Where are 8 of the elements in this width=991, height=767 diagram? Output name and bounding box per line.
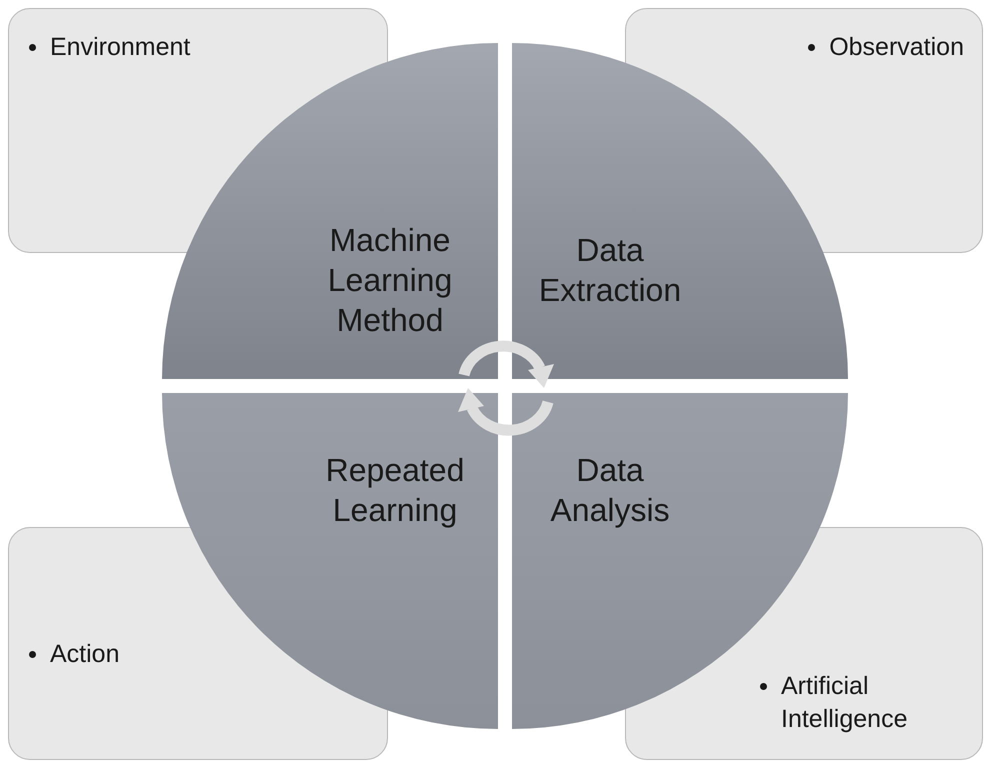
quadrant-label: Data Extraction — [538, 231, 682, 310]
quadrant-label: Repeated Learning — [324, 451, 466, 530]
quadrant-label: Data Analysis — [549, 451, 671, 530]
bullet-item: Observation — [808, 31, 964, 64]
bullet-item: Action — [29, 638, 120, 670]
bullet-item: Environment — [29, 31, 190, 64]
bullet-item: Artificial Intelligence — [760, 670, 960, 735]
quadrant-label: Machine Learning Method — [326, 221, 454, 340]
